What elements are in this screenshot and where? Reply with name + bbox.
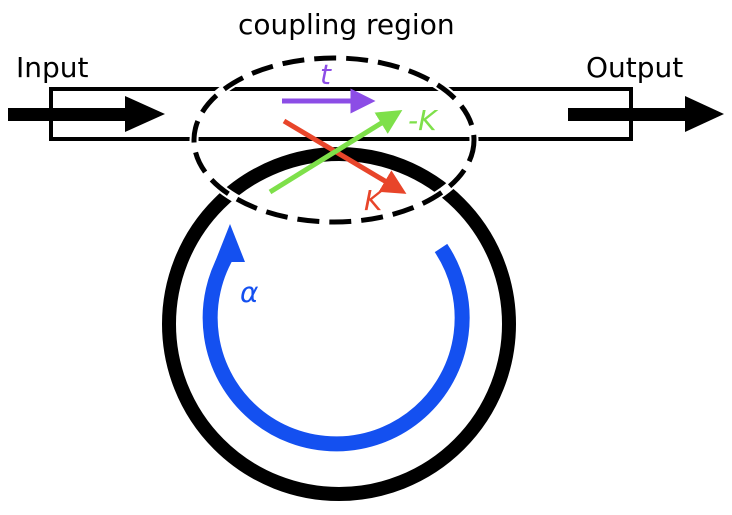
k-label: K: [364, 184, 385, 217]
alpha-circulation-arrow: [202, 224, 470, 452]
k-arrow: [282, 118, 407, 194]
neg-k-arrow: [268, 110, 403, 195]
neg-k-label: -K: [408, 104, 439, 137]
output-label: Output: [586, 51, 683, 84]
input-label: Input: [16, 51, 89, 84]
output-arrow: [568, 96, 724, 132]
t-label: t: [320, 58, 332, 91]
coupling-region-outline: [191, 55, 477, 225]
coupling-region-label: coupling region: [238, 8, 455, 41]
alpha-label: α: [240, 276, 259, 309]
input-arrow: [8, 96, 165, 132]
